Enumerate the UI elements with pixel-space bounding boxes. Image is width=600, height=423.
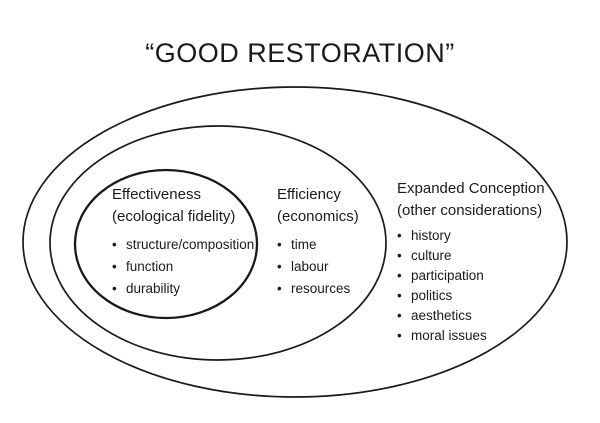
bullet-icon: • [397, 308, 402, 323]
group-heading: Expanded Conception [397, 180, 545, 197]
bullet-icon: • [112, 259, 117, 274]
group-item-list: • structure/composition • function • durabi… [112, 234, 262, 300]
bullet-icon: • [397, 328, 402, 343]
list-item-label: structure/composition [126, 237, 255, 252]
bullet-icon: • [397, 248, 402, 263]
list-item-label: durability [126, 281, 181, 296]
list-item: • labour [277, 256, 397, 278]
bullet-icon: • [112, 281, 117, 296]
list-item: • structure/composition [112, 234, 262, 256]
group-subheading: (ecological fidelity) [112, 208, 236, 225]
group-effectiveness: Effectiveness (ecological fidelity) • str… [112, 184, 262, 300]
bullet-icon: • [112, 237, 117, 252]
list-item: • durability [112, 278, 262, 300]
bullet-icon: • [397, 228, 402, 243]
list-item-label: function [126, 259, 174, 274]
list-item-label: history [411, 228, 451, 243]
diagram-title: “GOOD RESTORATION” [145, 38, 455, 68]
list-item: • time [277, 234, 397, 256]
group-item-list: • history • culture • participation • politi… [397, 226, 562, 346]
bullet-icon: • [397, 268, 402, 283]
bullet-icon: • [277, 281, 282, 296]
group-item-list: • time • labour • resources [277, 234, 397, 300]
list-item-label: participation [411, 268, 484, 283]
list-item: • politics [397, 286, 562, 306]
list-item: • moral issues [397, 326, 562, 346]
group-subheading: (other considerations) [397, 202, 543, 219]
bullet-icon: • [277, 237, 282, 252]
group-heading: Effectiveness [112, 186, 201, 203]
group-heading: Efficiency [277, 186, 341, 203]
list-item-label: moral issues [411, 328, 487, 343]
outer-ellipse [22, 86, 568, 398]
list-item: • culture [397, 246, 562, 266]
list-item: • resources [277, 278, 397, 300]
list-item: • participation [397, 266, 562, 286]
list-item-label: aesthetics [411, 308, 472, 323]
group-efficiency: Efficiency (economics) • time • labour • re… [277, 184, 397, 300]
list-item-label: time [291, 237, 317, 252]
list-item-label: resources [291, 281, 351, 296]
list-item: • history [397, 226, 562, 246]
list-item-label: politics [411, 288, 453, 303]
list-item-label: labour [291, 259, 329, 274]
list-item-label: culture [411, 248, 452, 263]
bullet-icon: • [277, 259, 282, 274]
group-subheading: (economics) [277, 208, 359, 225]
list-item: • function [112, 256, 262, 278]
group-expanded-conception: Expanded Conception (other consideration… [397, 178, 562, 346]
middle-ellipse [49, 125, 387, 361]
bullet-icon: • [397, 288, 402, 303]
inner-ellipse [73, 168, 259, 320]
list-item: • aesthetics [397, 306, 562, 326]
